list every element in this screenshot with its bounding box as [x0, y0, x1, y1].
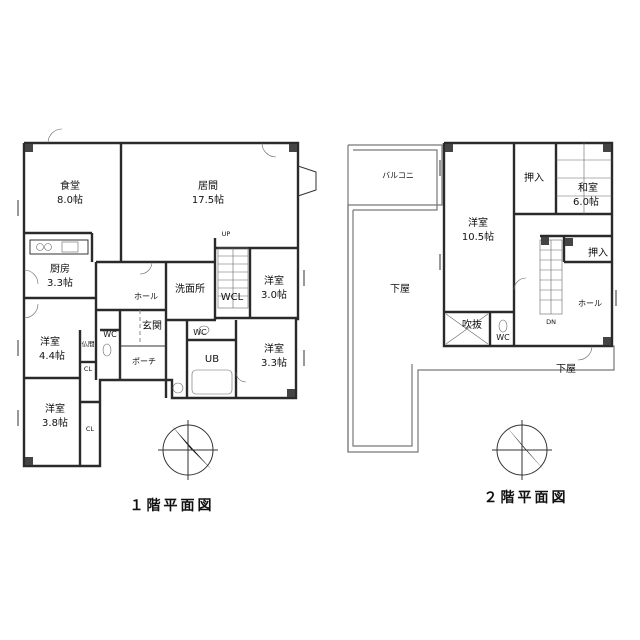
room-wcl-label: WCL [221, 292, 244, 303]
room-kitchen-size: 3.3帖 [47, 276, 73, 289]
room-entrance-label: 玄関 [142, 319, 162, 332]
room-western-size: 10.5帖 [462, 230, 494, 243]
stair-dn-label: DN [546, 318, 556, 326]
room-western-name: 洋室 [468, 216, 488, 229]
room-butsuma-label: 仏間 [82, 340, 95, 348]
room-kitchen-name: 厨房 [50, 262, 70, 275]
room-western-a-size: 4.4帖 [39, 349, 65, 362]
room-dining-name: 食堂 [60, 179, 80, 192]
room-western-b-name: 洋室 [45, 402, 65, 415]
room-western-c-name: 洋室 [264, 274, 284, 287]
room-western-d-size: 3.3帖 [261, 356, 287, 369]
north-compass-icon [492, 420, 552, 480]
room-roof-b-label: 下屋 [556, 363, 576, 375]
room-wc-b-label: WC [193, 328, 207, 337]
room-western-d-name: 洋室 [264, 342, 284, 355]
floor2-title: ２階平面図 [484, 489, 569, 506]
room-wc-a-label: WC [103, 330, 117, 339]
room-oshiire-b-label: 押入 [588, 246, 608, 259]
room-ub-label: UB [205, 354, 219, 365]
room-western-b-size: 3.8帖 [42, 416, 68, 429]
room-balcony-label: バルコニ [382, 171, 414, 180]
floor1-title: １階平面図 [130, 497, 215, 514]
room-living-name: 居間 [198, 180, 218, 192]
room-wc-label: WC [496, 333, 510, 342]
room-washroom-label: 洗面所 [175, 283, 205, 295]
room-dining-size: 8.0帖 [57, 193, 83, 206]
room-cl-a-label: CL [84, 365, 93, 373]
floor1-plan: 食堂 8.0帖 居間 17.5帖 厨房 3.3帖 洋室 4.4帖 洋室 3.8帖… [17, 128, 317, 514]
room-japanese-name: 和室 [578, 181, 598, 194]
room-porch-label: ポーチ [132, 357, 156, 366]
room-western-c-size: 3.0帖 [261, 288, 287, 301]
room-western-a-name: 洋室 [40, 335, 60, 348]
room-cl-b-label: CL [86, 425, 95, 433]
room-fukinuke-label: 吹抜 [462, 318, 482, 331]
room-oshiire-a-label: 押入 [524, 171, 544, 184]
room-japanese-size: 6.0帖 [573, 195, 599, 208]
room-hall-label: ホール [578, 299, 602, 308]
floor2-plan: バルコニ 下屋 下屋 洋室 10.5帖 押入 和室 6.0帖 押入 ホール 吹抜… [347, 141, 617, 506]
room-roof-a-label: 下屋 [390, 283, 410, 295]
room-living-size: 17.5帖 [192, 193, 224, 206]
north-compass-icon [158, 420, 218, 480]
room-hall-label: ホール [134, 292, 158, 301]
stair-up-label: UP [222, 230, 231, 238]
